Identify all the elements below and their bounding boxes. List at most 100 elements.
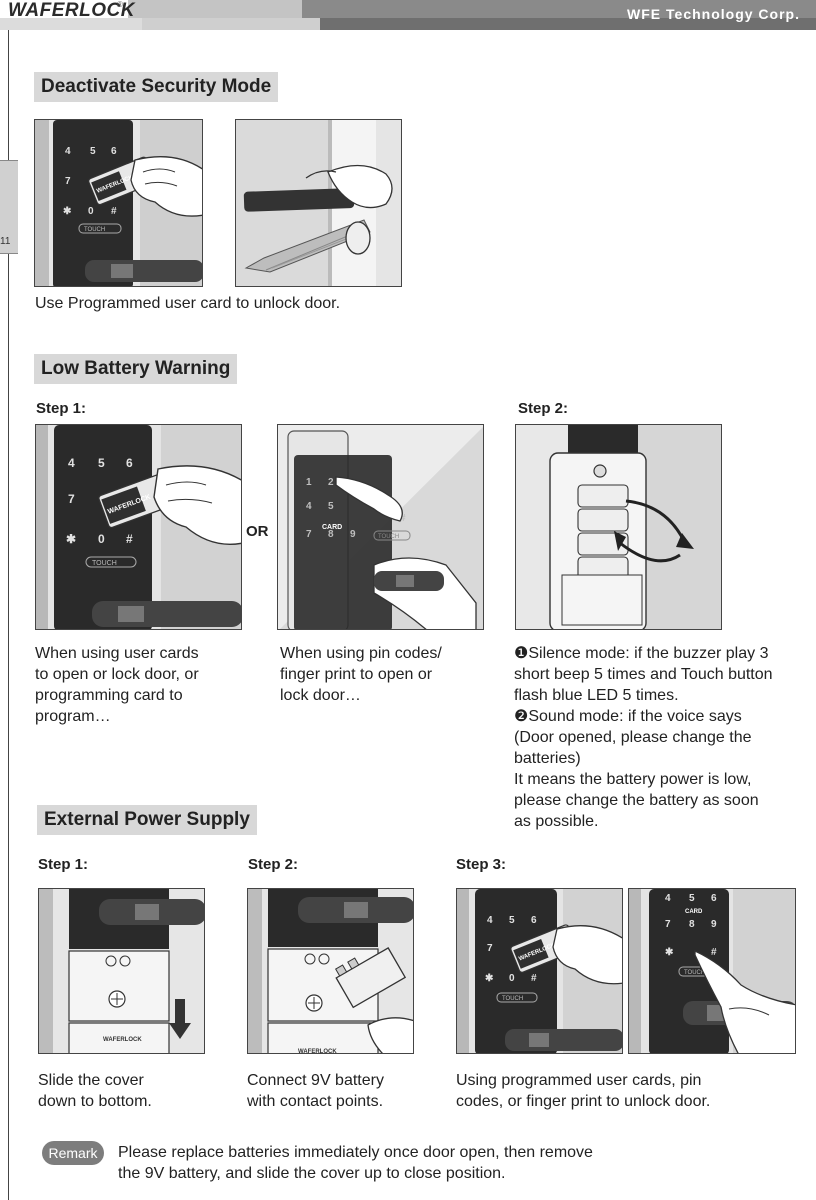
caption-line: When using pin codes/ [280,645,442,662]
instruction-line: It means the battery power is low, [514,771,752,788]
key-label: 5 [98,456,105,470]
key-label: 5 [509,915,515,926]
company-name: WFE Technology Corp. [627,6,800,22]
caption-line: programming card to [35,687,183,704]
illustration-handle-open [235,119,402,287]
illustration-card-unlock: 4 5 6 7 ✱ 0 # TOUCH WAFERLOCK [456,888,623,1054]
key-label: 7 [306,529,312,540]
illustration-user-card: 4 5 6 7 ✱ 0 # TOUCH WAFERLOCK [35,424,242,630]
key-label: 5 [689,893,695,904]
illustration-battery-compartment [515,424,722,630]
header-band [0,18,142,30]
step-label: Step 2: [248,856,299,873]
header-band [128,0,303,18]
instruction-line: ❷Sound mode: if the voice says [514,708,742,725]
remark-badge: Remark [42,1141,104,1165]
caption-line: finger print to open or [280,666,433,683]
key-label: 4 [306,501,312,512]
card-label: CARD [685,909,703,915]
cover-brand-label: WAFERLOCK [103,1037,142,1043]
key-label: 7 [487,943,493,954]
step-label: Step 3: [456,856,507,873]
key-label: 6 [111,146,117,157]
key-label: 1 [306,477,312,488]
key-label: 4 [487,915,493,926]
step-label: Step 1: [38,856,89,873]
caption-pin-codes: When using pin codes/ finger print to op… [280,643,442,706]
key-label: # [400,513,406,524]
page-tab [0,160,18,254]
remark-line: the 9V battery, and slide the cover up t… [118,1165,506,1182]
instruction-line: short beep 5 times and Touch button [514,666,773,683]
or-label: OR [246,523,269,540]
key-label: 7 [665,919,671,930]
instruction-line: flash blue LED 5 times. [514,687,679,704]
header-band [302,0,816,18]
key-label: 2 [328,477,334,488]
margin-rule [8,30,9,1200]
key-label: 7 [65,176,71,187]
section-title-low-battery: Low Battery Warning [34,354,238,384]
header-band [142,18,320,30]
step2-instructions: ❶Silence mode: if the buzzer play 3 shor… [514,643,816,832]
key-label: 5 [90,146,96,157]
key-label: 6 [531,915,537,926]
section-title-deactivate: Deactivate Security Mode [34,72,279,102]
key-label: ✱ [665,947,674,958]
step-label: Step 2: [518,400,569,417]
illustration-slide-cover: WAFERLOCK [38,888,205,1054]
touch-label: TOUCH [684,970,705,976]
caption-line: When using user cards [35,645,199,662]
key-label: 0 [88,206,94,217]
illustration-9v-battery: WAFERLOCK [247,888,414,1054]
caption-line: down to bottom. [38,1093,152,1110]
key-label: # [111,206,117,217]
instruction-line: please change the battery as soon [514,792,759,809]
caption-line: codes, or finger print to unlock door. [456,1093,711,1110]
remark-line: Please replace batteries immediately onc… [118,1144,593,1161]
instruction-line: batteries) [514,750,581,767]
touch-label: TOUCH [378,534,399,540]
page-number: 11 [0,236,11,247]
registered-mark: ® [117,0,123,9]
caption-line: to open or lock door, or [35,666,199,683]
key-label: 5 [328,501,334,512]
caption-step2: Connect 9V battery with contact points. [247,1070,384,1112]
key-label: 8 [328,529,334,540]
key-label: 4 [665,893,671,904]
key-label: 0 [98,532,105,546]
page-header: WAFERLOCK ® WFE Technology Corp. [0,0,816,30]
header-band [0,0,130,18]
key-label: 9 [711,919,717,930]
caption-line: program… [35,708,111,725]
touch-label: TOUCH [84,227,105,233]
caption-line: Connect 9V battery [247,1072,384,1089]
caption-step1: Slide the cover down to bottom. [38,1070,152,1112]
illustration-pin-unlock: 4 5 6 7 8 9 ✱ # CARD TOUCH [628,888,796,1054]
key-label: ✱ [66,532,76,546]
instruction-line: (Door opened, please change the [514,729,752,746]
key-label: 4 [65,146,71,157]
key-label: ✱ [63,206,72,217]
illustration-pin-fingerprint: 1 2 4 5 7 8 9 # CARD TOUCH [277,424,484,630]
remark-text: Please replace batteries immediately onc… [118,1142,593,1184]
touch-label: TOUCH [502,996,523,1002]
caption-step3: Using programmed user cards, pin codes, … [456,1070,710,1112]
key-label: 0 [509,973,515,984]
key-label: 6 [711,893,717,904]
key-label: 8 [689,919,695,930]
instruction-line: ❶Silence mode: if the buzzer play 3 [514,645,769,662]
key-label: ✱ [485,973,494,984]
instruction-line: as possible. [514,813,599,830]
caption-user-cards: When using user cards to open or lock do… [35,643,199,727]
key-label: 4 [68,456,75,470]
section-title-external-power: External Power Supply [37,805,257,835]
caption-line: Using programmed user cards, pin [456,1072,702,1089]
key-label: # [531,973,537,984]
key-label: # [711,947,717,958]
caption-line: Slide the cover [38,1072,144,1089]
step-label: Step 1: [36,400,87,417]
illustration-card-on-keypad: 4 5 6 7 ✱ 0 # TOUCH WAFERLOCK [34,119,203,287]
cover-brand-label: WAFERLOCK [298,1049,337,1054]
key-label: 7 [68,492,75,506]
